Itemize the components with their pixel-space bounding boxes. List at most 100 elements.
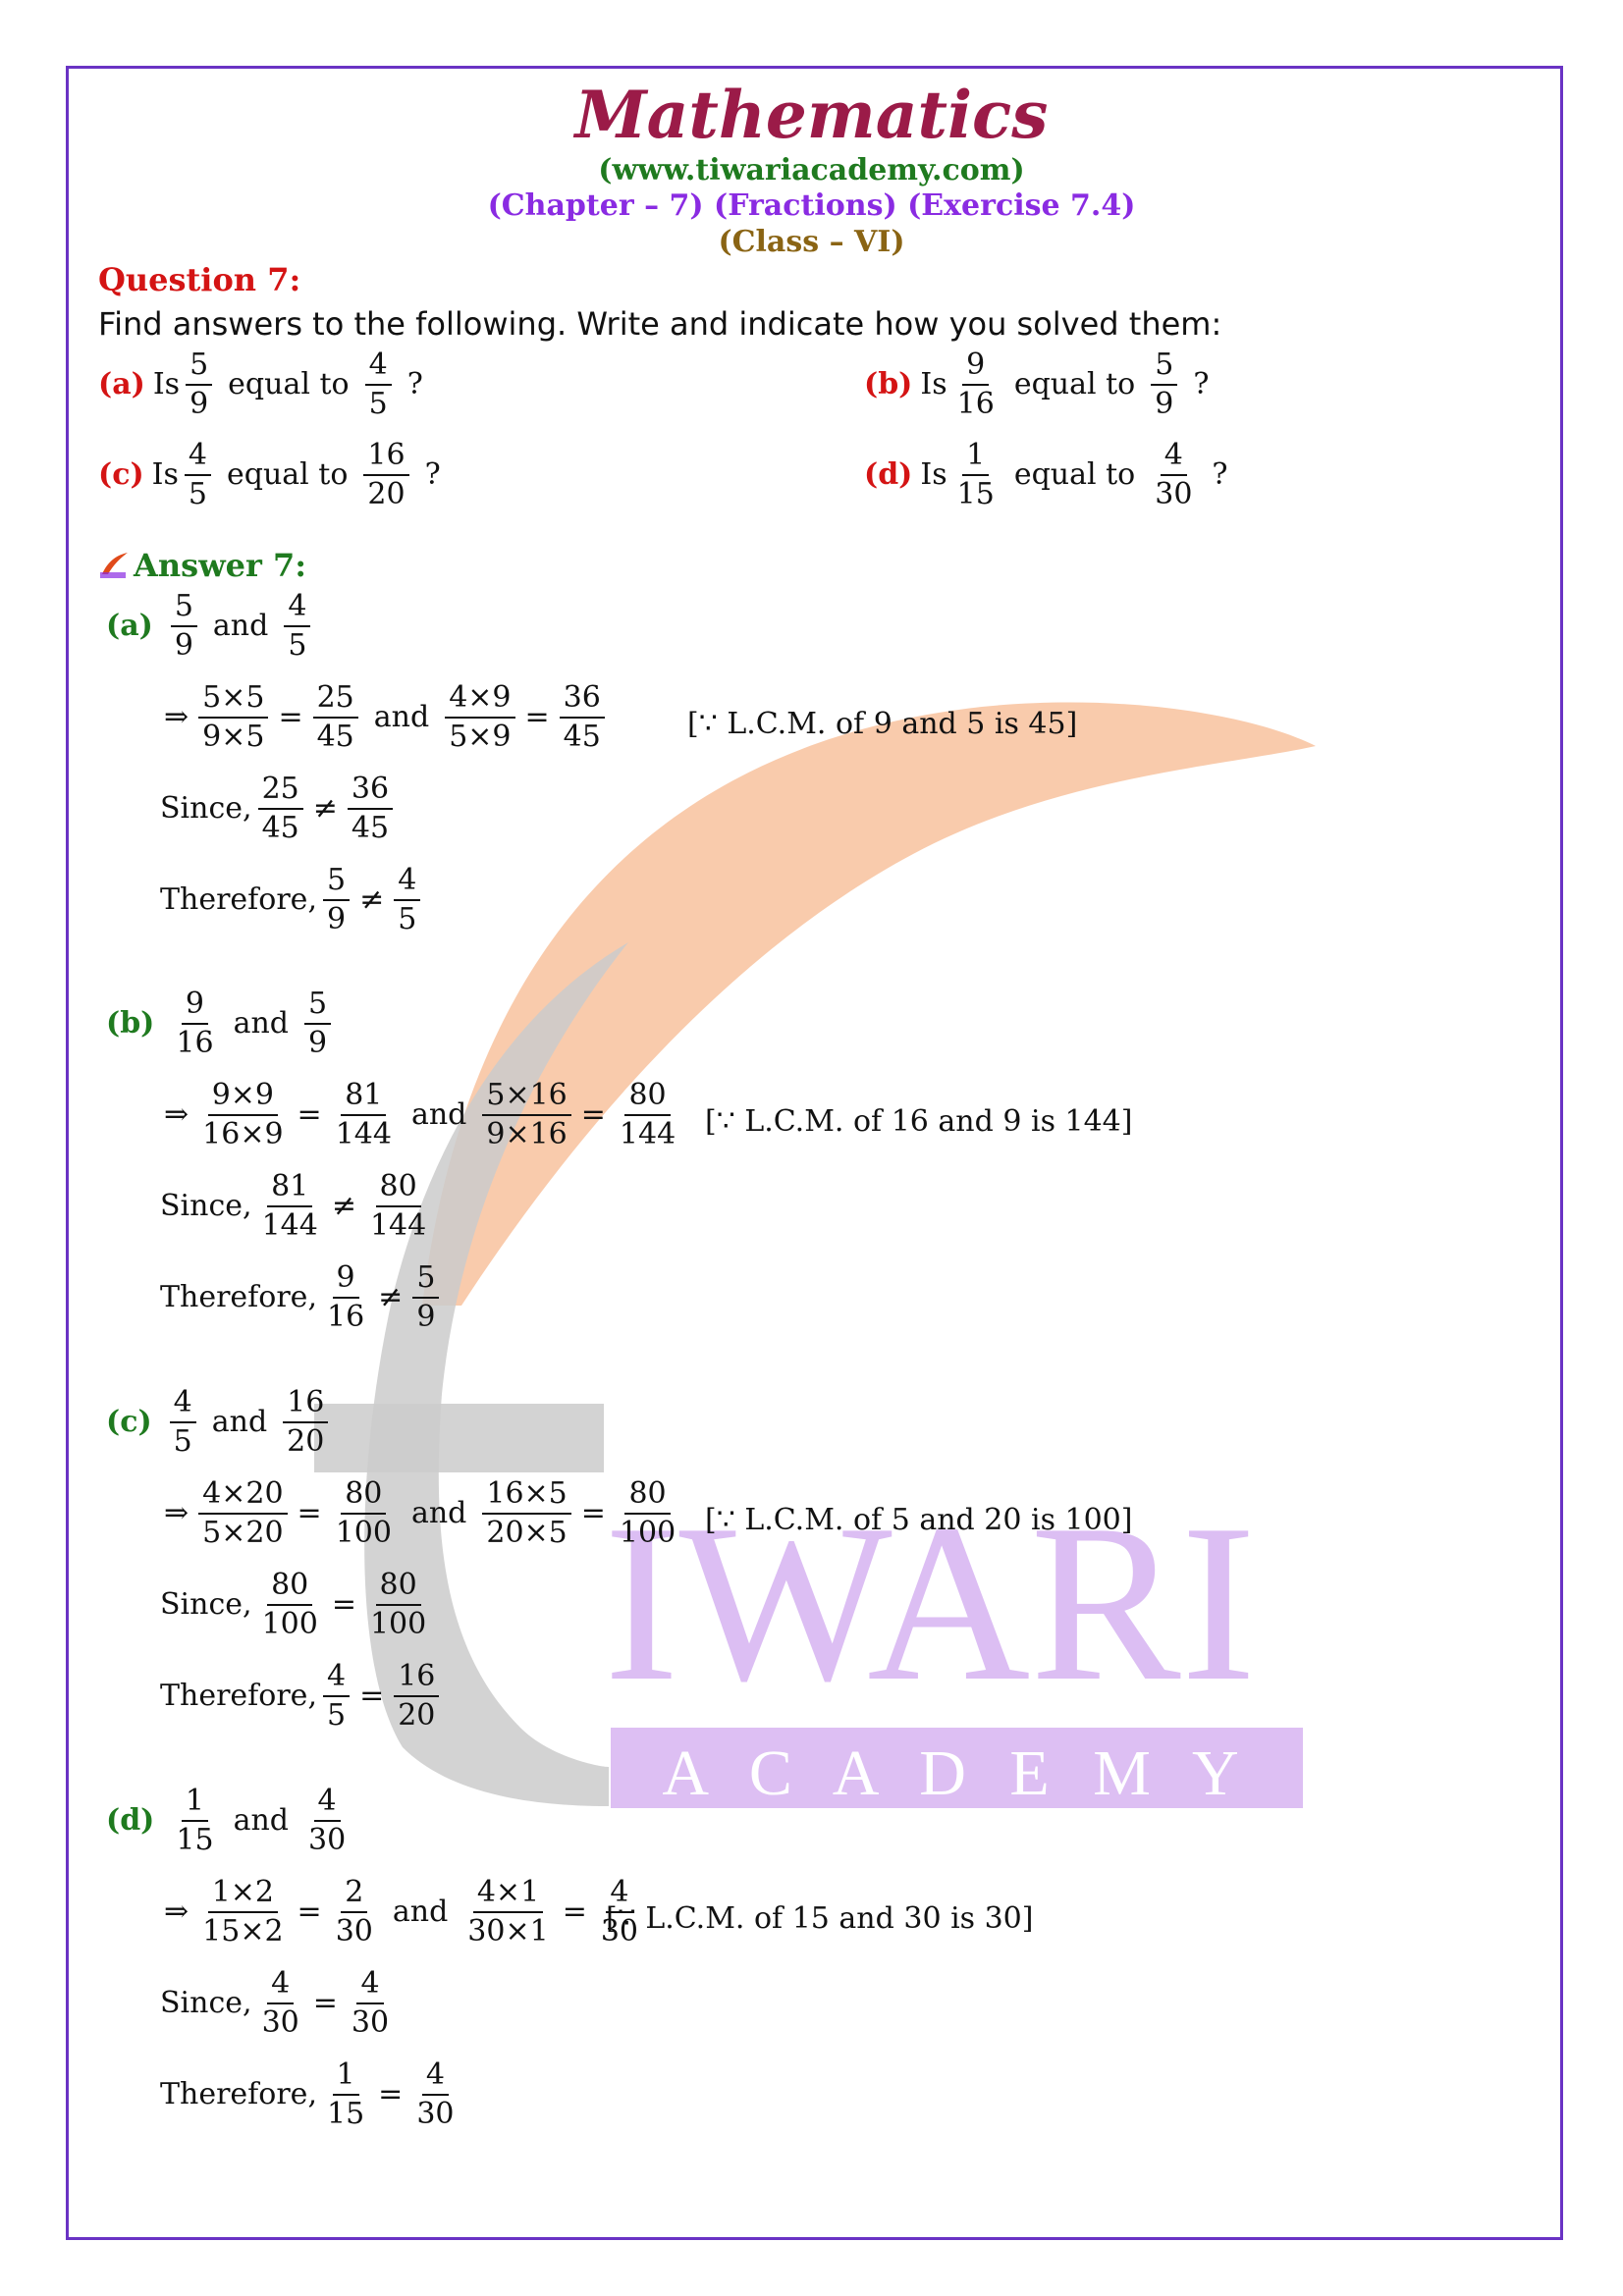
website-url: (www.tiwariacademy.com): [598, 153, 1025, 187]
numerator: 81: [341, 1080, 387, 1116]
numerator: 4: [606, 1877, 633, 1913]
numerator: 25: [257, 774, 303, 810]
relation-sign: =: [312, 1986, 338, 2020]
equals-sign: =: [297, 1895, 322, 1929]
implies-arrow: ⇒: [164, 1097, 189, 1132]
is-text: Is: [151, 457, 179, 492]
numerator: 80: [341, 1478, 387, 1515]
numerator: 9: [962, 349, 990, 386]
denominator: 5: [173, 1423, 192, 1459]
numerator: 16: [394, 1661, 440, 1697]
denominator: 20: [367, 476, 406, 511]
numerator: 4: [284, 591, 311, 627]
equals-sign: =: [580, 1496, 606, 1530]
numerator: 5: [322, 865, 351, 901]
relation-sign: ≠: [359, 882, 385, 917]
answer-heading-label: Answer 7:: [134, 547, 307, 584]
numerator: 16×5: [482, 1478, 571, 1515]
numerator: 80: [375, 1570, 421, 1606]
numerator: 4: [169, 1387, 196, 1423]
denominator: 100: [261, 1606, 318, 1641]
implies-arrow: ⇒: [164, 700, 189, 734]
since-text: Since,: [160, 791, 252, 826]
denominator: 30: [307, 1822, 347, 1857]
answer-heading: Answer 7:: [98, 547, 306, 584]
equals-sign: =: [297, 1496, 322, 1530]
denominator: 20: [398, 1697, 436, 1733]
relation-sign: =: [359, 1679, 385, 1713]
chapter-line: (Chapter – 7) (Fractions) (Exercise 7.4): [487, 188, 1136, 223]
denominator: 16: [956, 386, 995, 421]
and-text: and: [392, 1895, 449, 1929]
equals-sign: =: [524, 700, 550, 734]
denominator: 100: [619, 1515, 676, 1550]
denominator: 144: [619, 1116, 676, 1151]
denominator: 15: [956, 476, 995, 511]
denominator: 9: [1155, 386, 1174, 421]
numerator: 2: [341, 1877, 368, 1913]
denominator: 9: [174, 627, 193, 663]
numerator: 4: [322, 1661, 351, 1697]
numerator: 36: [347, 774, 394, 810]
relation-sign: =: [378, 2077, 404, 2111]
numerator: 4×1: [472, 1877, 544, 1913]
numerator: 16: [363, 440, 409, 476]
numerator: 4: [394, 865, 421, 901]
part-label: (b): [106, 1006, 155, 1041]
numerator: 1: [181, 1786, 209, 1822]
numerator: 1: [332, 2059, 359, 2096]
denominator: 9×16: [486, 1116, 568, 1151]
denominator: 15×2: [202, 1913, 284, 1949]
since-text: Since,: [160, 1587, 252, 1622]
equals-sign: =: [297, 1097, 322, 1132]
numerator: 36: [559, 682, 605, 719]
since-text: Since,: [160, 1189, 252, 1223]
denominator: 5×9: [449, 719, 512, 754]
numerator: 5: [303, 988, 332, 1025]
denominator: 16: [176, 1025, 214, 1060]
numerator: 4: [364, 349, 392, 386]
implies-arrow: ⇒: [164, 1895, 189, 1929]
relation-sign: =: [331, 1587, 356, 1622]
numerator: 80: [267, 1570, 313, 1606]
and-text: and: [410, 1097, 467, 1132]
equals-sign: =: [278, 700, 303, 734]
and-text: and: [233, 1803, 289, 1838]
denominator: 5: [188, 476, 207, 511]
equals-sign: =: [580, 1097, 606, 1132]
part-label: (b): [864, 367, 913, 401]
denominator: 20×5: [486, 1515, 568, 1550]
class-line: (Class – VI): [718, 225, 905, 259]
question-mark: ?: [1193, 367, 1210, 401]
denominator: 30: [335, 1913, 373, 1949]
numerator: 4: [356, 1968, 384, 2004]
question-mark: ?: [1212, 457, 1228, 492]
denominator: 100: [335, 1515, 392, 1550]
